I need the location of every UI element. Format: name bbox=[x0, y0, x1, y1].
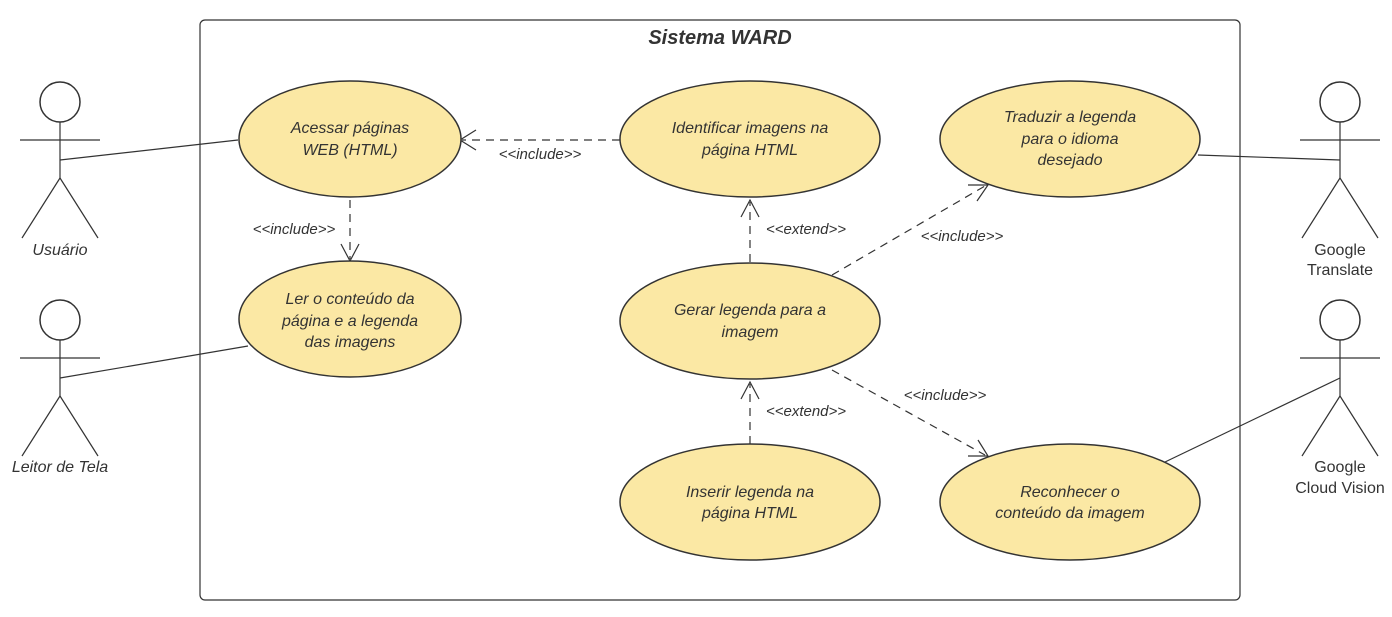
actor-google-cloud-vision: Google Cloud Vision bbox=[1295, 299, 1385, 497]
use-case-traduzir: Traduzir a legenda para o idioma desejad… bbox=[939, 80, 1201, 198]
use-case-reconhecer: Reconhecer o conteúdo da imagem bbox=[939, 443, 1201, 561]
use-case-gerar: Gerar legenda para a imagem bbox=[619, 262, 881, 380]
actor-translate-label-line1: Google bbox=[1314, 242, 1366, 259]
use-case-gerar-line2: imagem bbox=[722, 324, 779, 341]
arrowhead-reconhecer bbox=[968, 439, 990, 457]
use-case-inserir-line2: página HTML bbox=[701, 505, 798, 522]
use-case-ler-line2: página e a legenda bbox=[281, 313, 418, 330]
use-case-inserir-line1: Inserir legenda na bbox=[686, 484, 814, 501]
association-usuario-acessar bbox=[59, 139, 239, 161]
actor-vision-label-line1: Google bbox=[1314, 459, 1366, 476]
use-case-traduzir-line3: desejado bbox=[1038, 152, 1103, 169]
actor-google-translate: Google Translate bbox=[1300, 81, 1380, 279]
actor-translate-label-line2: Translate bbox=[1307, 262, 1373, 279]
dependency-gerar-traduzir bbox=[831, 185, 986, 276]
label-inserir-gerar: <<extend>> bbox=[766, 403, 846, 420]
actor-vision-head bbox=[1319, 299, 1361, 341]
association-leitor-ler bbox=[59, 345, 249, 379]
label-identificar-acessar: <<include>> bbox=[499, 146, 582, 163]
arrowhead-traduzir bbox=[968, 184, 990, 202]
use-case-acessar-line2: WEB (HTML) bbox=[302, 142, 397, 159]
use-case-acessar: Acessar páginas WEB (HTML) bbox=[238, 80, 462, 198]
use-case-inserir: Inserir legenda na página HTML bbox=[619, 443, 881, 561]
use-case-identificar-line1: Identificar imagens na bbox=[672, 120, 829, 137]
dependency-gerar-reconhecer bbox=[831, 369, 986, 456]
use-case-ler-line3: das imagens bbox=[305, 334, 396, 351]
use-case-reconhecer-line1: Reconhecer o bbox=[1020, 484, 1120, 501]
label-acessar-ler: <<include>> bbox=[253, 221, 336, 238]
actor-translate-head bbox=[1319, 81, 1361, 123]
association-translate-traduzir bbox=[1197, 154, 1341, 161]
actor-leitor-label: Leitor de Tela bbox=[12, 459, 108, 476]
actor-leitor-head bbox=[39, 299, 81, 341]
actor-usuario: Usuário bbox=[20, 81, 100, 259]
label-gerar-reconhecer: <<include>> bbox=[904, 387, 987, 404]
use-case-identificar-line2: página HTML bbox=[701, 142, 798, 159]
actor-usuario-head bbox=[39, 81, 81, 123]
use-case-ler: Ler o conteúdo da página e a legenda das… bbox=[238, 260, 462, 378]
use-case-identificar: Identificar imagens na página HTML bbox=[619, 80, 881, 198]
arrowhead-identificar bbox=[740, 198, 760, 218]
use-case-traduzir-line1: Traduzir a legenda bbox=[1004, 109, 1136, 126]
actor-vision-label-line2: Cloud Vision bbox=[1295, 480, 1385, 497]
label-gerar-identificar: <<extend>> bbox=[766, 221, 846, 238]
use-case-reconhecer-line2: conteúdo da imagem bbox=[995, 505, 1144, 522]
use-case-gerar-line1: Gerar legenda para a bbox=[674, 302, 826, 319]
use-case-ler-line1: Ler o conteúdo da bbox=[286, 291, 415, 308]
actor-usuario-label: Usuário bbox=[32, 242, 87, 259]
use-case-acessar-line1: Acessar páginas bbox=[290, 120, 409, 137]
use-case-traduzir-line2: para o idioma bbox=[1021, 131, 1119, 148]
arrowhead-gerar bbox=[740, 380, 760, 400]
system-title: Sistema WARD bbox=[648, 27, 791, 49]
association-vision-reconhecer bbox=[1164, 377, 1341, 463]
actor-leitor-de-tela: Leitor de Tela bbox=[12, 299, 108, 476]
label-gerar-traduzir: <<include>> bbox=[921, 228, 1004, 245]
